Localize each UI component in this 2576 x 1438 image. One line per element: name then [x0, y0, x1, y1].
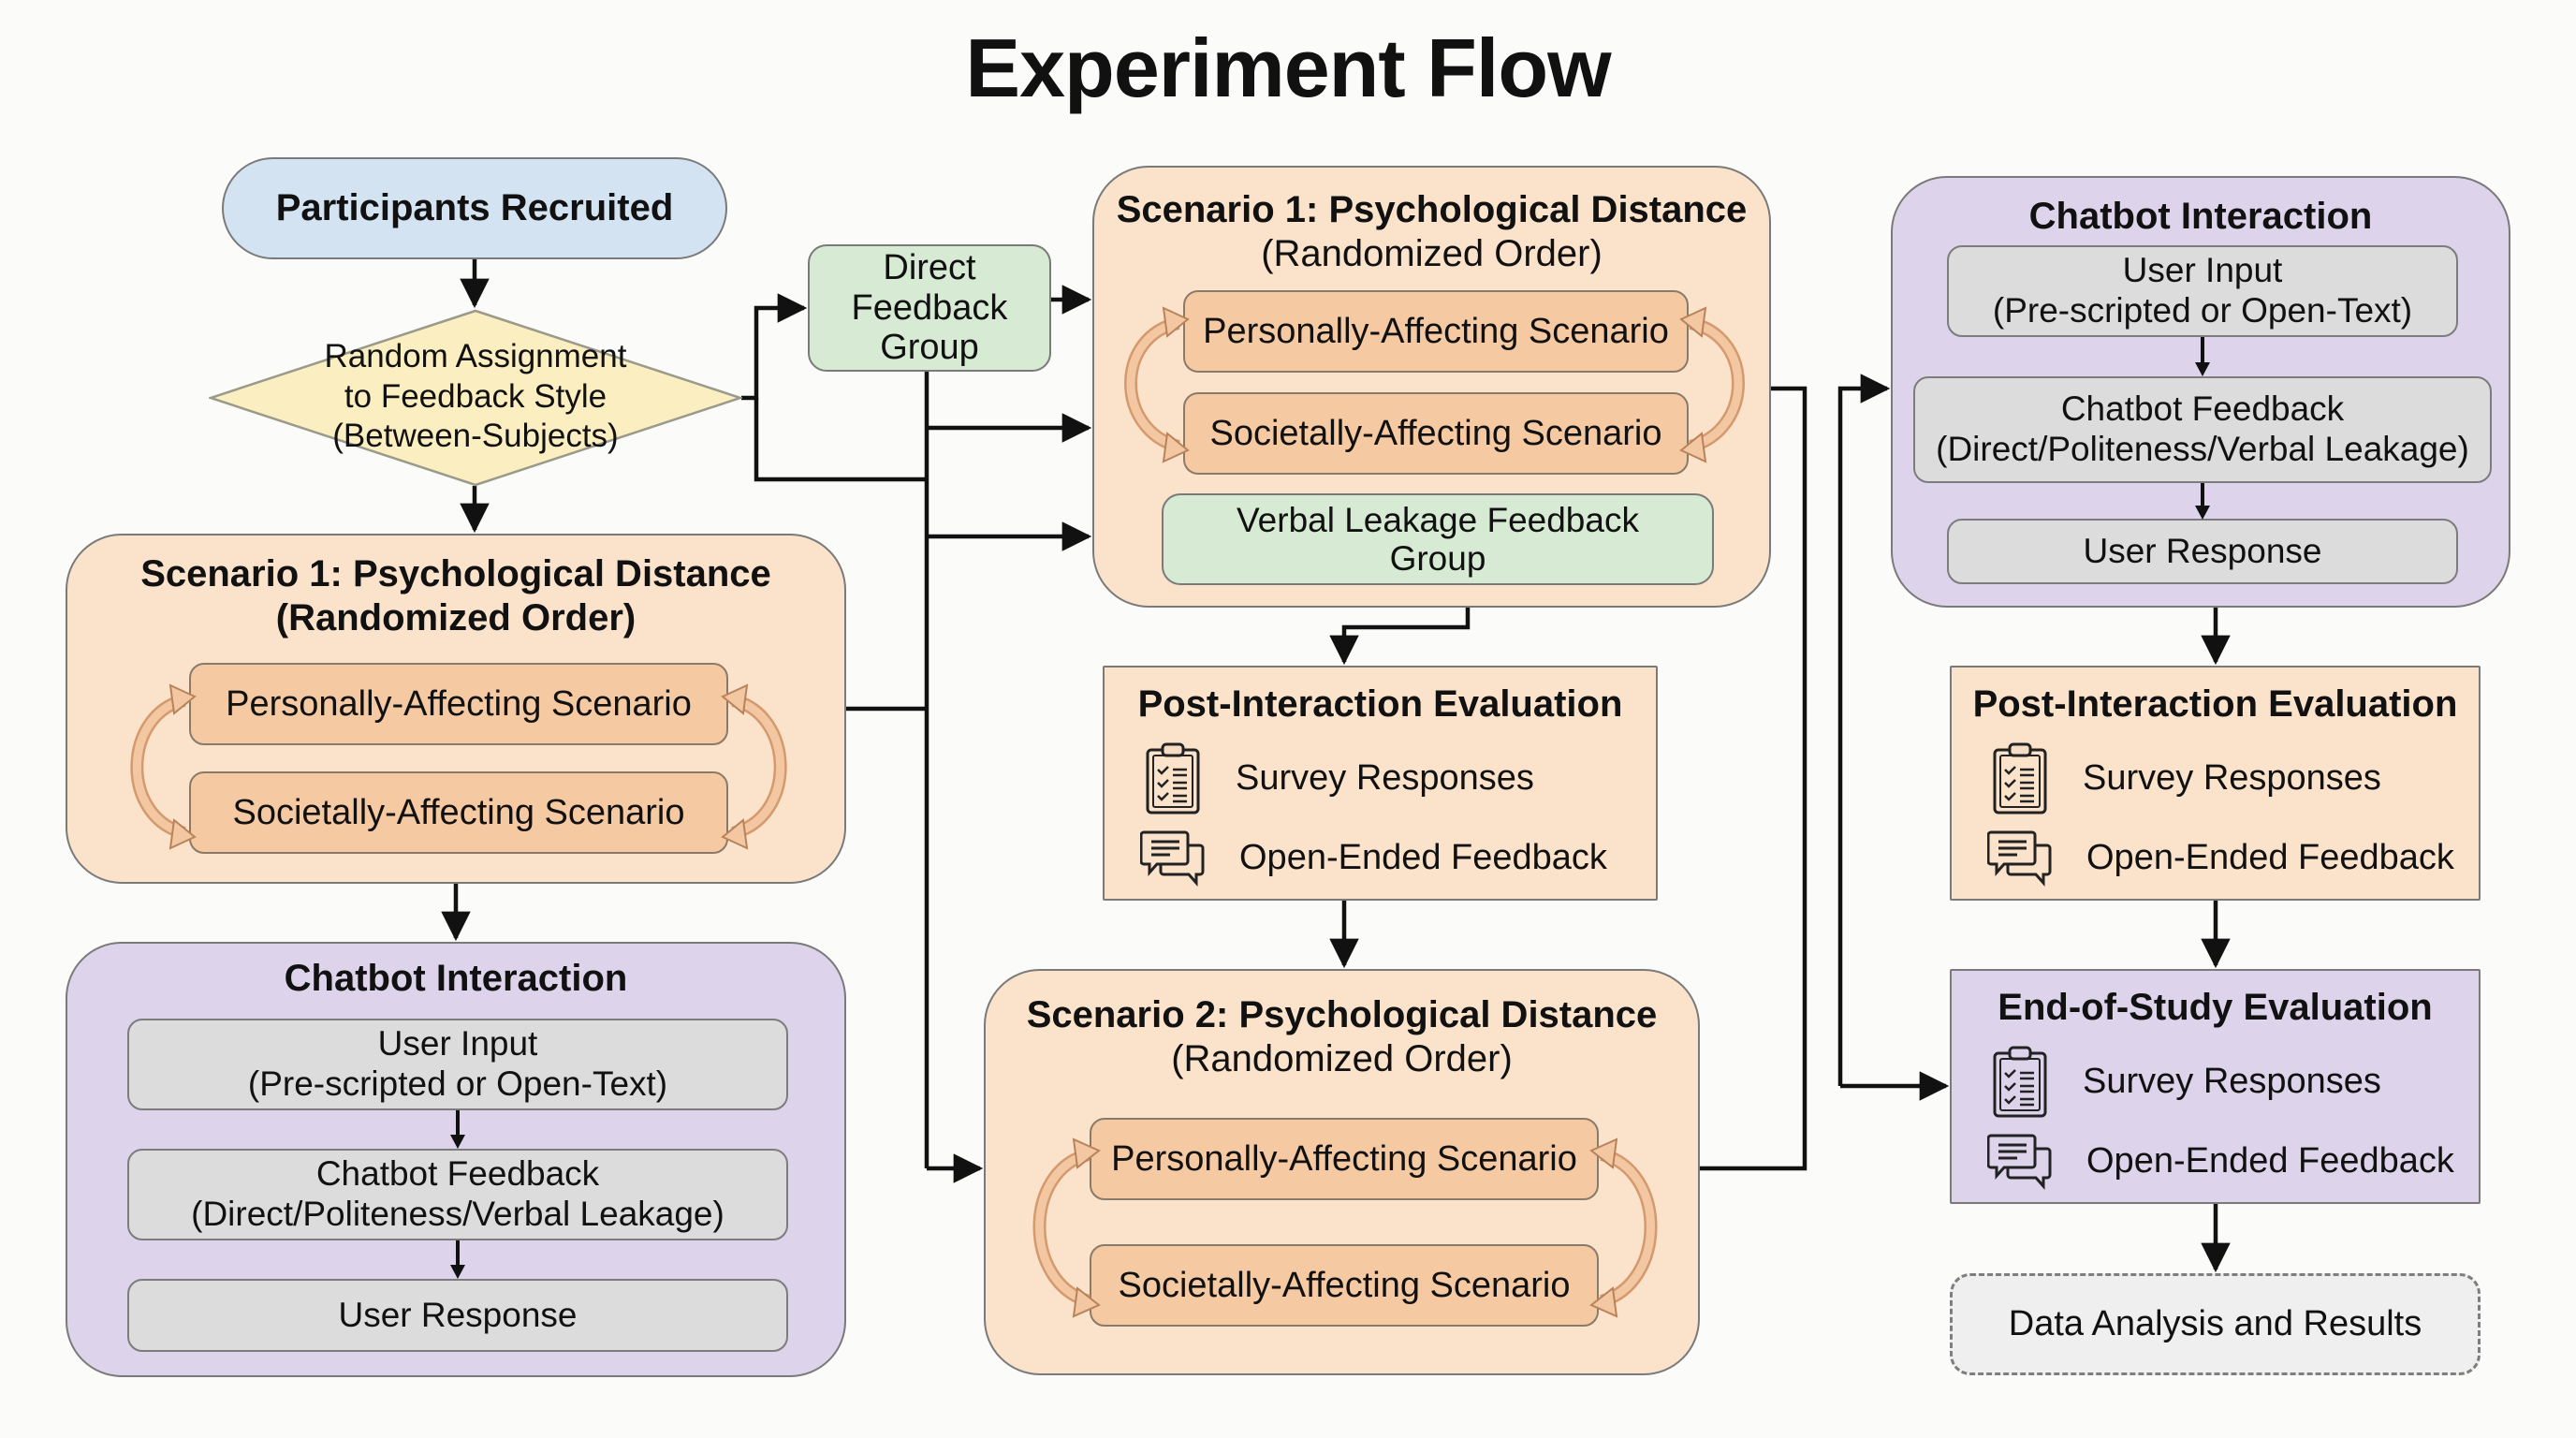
- left-scenario1-title: Scenario 1: Psychological Distance: [140, 553, 771, 594]
- right-chatbot-feedback-step[interactable]: Chatbot Feedback (Direct/Politeness/Verb…: [1913, 376, 2492, 483]
- step-line-1: Chatbot Feedback: [315, 1154, 600, 1194]
- direct-feedback-group-node[interactable]: Direct Feedback Group: [808, 244, 1051, 372]
- verbal-group-line-2: Group: [1389, 539, 1486, 578]
- decision-line-3: (Between-Subjects): [332, 418, 619, 455]
- left-scenario1-panel: Scenario 1: Psychological Distance (Rand…: [66, 534, 846, 884]
- decision-line-2: to Feedback Style: [344, 377, 607, 415]
- direct-group-line-1: Direct: [883, 248, 976, 288]
- scenario2-societally-label: Societally-Affecting Scenario: [1118, 1265, 1571, 1305]
- right-post-eval-title: Post-Interaction Evaluation: [1972, 683, 2458, 725]
- middle-societally-label: Societally-Affecting Scenario: [1209, 413, 1662, 453]
- middle-scenario1-panel: Scenario 1: Psychological Distance (Rand…: [1092, 166, 1771, 608]
- decision-line-1: Random Assignment: [324, 338, 627, 374]
- end-eval-title: End-of-Study Evaluation: [1998, 987, 2433, 1028]
- left-personally-affecting-scenario[interactable]: Personally-Affecting Scenario: [189, 663, 728, 745]
- arrow-scenario1-to-post-eval: [1329, 608, 1471, 666]
- end-eval-feedback-item: Open-Ended Feedback: [1987, 1132, 2454, 1190]
- middle-scenario1-subtitle: (Randomized Order): [1261, 233, 1603, 275]
- left-scenario1-subtitle: (Randomized Order): [275, 597, 637, 639]
- chat-bubbles-icon: [1987, 1134, 2052, 1190]
- swap-arrow-icon: [1032, 1137, 1101, 1318]
- verbal-group-line-1: Verbal Leakage Feedback: [1237, 500, 1639, 539]
- step-line-2: (Pre-scripted or Open-Text): [1992, 291, 2413, 330]
- swap-arrow-icon: [721, 683, 787, 850]
- left-chatbot-feedback-step[interactable]: Chatbot Feedback (Direct/Politeness/Verb…: [127, 1149, 788, 1240]
- survey-responses-label: Survey Responses: [1236, 757, 1534, 798]
- arrow-decision-to-direct-group: [741, 293, 808, 401]
- end-eval-survey-item: Survey Responses: [1991, 1044, 2381, 1119]
- left-chatbot-title: Chatbot Interaction: [284, 958, 628, 999]
- scenario2-personally-label: Personally-Affecting Scenario: [1111, 1138, 1577, 1179]
- scenario2-subtitle: (Randomized Order): [1171, 1038, 1513, 1080]
- left-personally-label: Personally-Affecting Scenario: [226, 683, 692, 724]
- connector-decision-lower-branch: [754, 398, 927, 482]
- clipboard-checklist-icon: [1146, 742, 1200, 814]
- participants-recruited-label: Participants Recruited: [275, 187, 674, 228]
- right-chatbot-interaction-panel: Chatbot Interaction User Input (Pre-scri…: [1891, 176, 2510, 608]
- right-user-response-step[interactable]: User Response: [1947, 519, 2458, 584]
- step-line-1: User Input: [2122, 251, 2283, 290]
- open-ended-feedback-label: Open-Ended Feedback: [2086, 1140, 2454, 1181]
- middle-post-eval-feedback-item: Open-Ended Feedback: [1140, 829, 1607, 887]
- middle-scenario1-title: Scenario 1: Psychological Distance: [1116, 189, 1748, 230]
- direct-group-line-3: Group: [880, 328, 979, 368]
- page-title: Experiment Flow: [965, 22, 1611, 114]
- chat-bubbles-icon: [1987, 830, 2052, 887]
- middle-personally-affecting-scenario[interactable]: Personally-Affecting Scenario: [1183, 290, 1689, 373]
- clipboard-checklist-icon: [1993, 742, 2047, 814]
- left-societally-label: Societally-Affecting Scenario: [232, 792, 685, 832]
- middle-post-interaction-evaluation-panel: Post-Interaction Evaluation Survey Respo…: [1103, 666, 1658, 901]
- right-chatbot-title: Chatbot Interaction: [2028, 196, 2373, 237]
- scenario2-societally-affecting-scenario[interactable]: Societally-Affecting Scenario: [1090, 1244, 1599, 1327]
- right-post-interaction-evaluation-panel: Post-Interaction Evaluation Survey Respo…: [1950, 666, 2481, 901]
- step-line-2: (Direct/Politeness/Verbal Leakage): [1936, 430, 2469, 468]
- step-line-1: User Input: [377, 1024, 538, 1064]
- swap-arrow-icon: [1589, 1137, 1658, 1318]
- survey-responses-label: Survey Responses: [2083, 757, 2381, 798]
- data-analysis-results-node[interactable]: Data Analysis and Results: [1950, 1273, 2481, 1375]
- step-arrows: [450, 1110, 465, 1279]
- step-arrows: [2195, 337, 2210, 520]
- left-chatbot-interaction-panel: Chatbot Interaction User Input (Pre-scri…: [66, 942, 846, 1377]
- middle-societally-affecting-scenario[interactable]: Societally-Affecting Scenario: [1183, 392, 1689, 475]
- step-line-1: User Response: [2083, 531, 2322, 570]
- data-analysis-results-label: Data Analysis and Results: [2008, 1304, 2422, 1343]
- clipboard-checklist-icon: [1993, 1046, 2047, 1118]
- left-user-response-step[interactable]: User Response: [127, 1279, 788, 1352]
- participants-recruited-node[interactable]: Participants Recruited: [222, 157, 727, 259]
- left-societally-affecting-scenario[interactable]: Societally-Affecting Scenario: [189, 771, 728, 854]
- connector-scenario1-right: [1700, 386, 1808, 1171]
- right-post-eval-survey-item: Survey Responses: [1991, 741, 2381, 815]
- right-user-input-step[interactable]: User Input (Pre-scripted or Open-Text): [1947, 245, 2458, 337]
- scenario2-title: Scenario 2: Psychological Distance: [1026, 994, 1658, 1035]
- middle-post-eval-title: Post-Interaction Evaluation: [1137, 683, 1623, 725]
- chat-bubbles-icon: [1140, 830, 1205, 887]
- end-of-study-evaluation-panel: End-of-Study Evaluation Survey Responses…: [1950, 969, 2481, 1204]
- direct-group-line-2: Feedback: [851, 287, 1008, 328]
- swap-arrow-icon: [1124, 306, 1190, 463]
- arrow-to-right-chatbot: [1837, 374, 1891, 1086]
- step-line-1: User Response: [338, 1295, 578, 1334]
- middle-post-eval-survey-item: Survey Responses: [1144, 741, 1534, 815]
- random-assignment-decision[interactable]: [209, 309, 742, 487]
- random-assignment-text: Random Assignment to Feedback Style (Bet…: [209, 337, 742, 457]
- step-line-2: (Pre-scripted or Open-Text): [247, 1064, 668, 1103]
- middle-personally-label: Personally-Affecting Scenario: [1203, 311, 1669, 351]
- scenario2-panel: Scenario 2: Psychological Distance (Rand…: [984, 969, 1700, 1375]
- right-post-eval-feedback-item: Open-Ended Feedback: [1987, 829, 2454, 887]
- scenario2-personally-affecting-scenario[interactable]: Personally-Affecting Scenario: [1090, 1118, 1599, 1200]
- swap-arrow-icon: [1679, 306, 1745, 463]
- survey-responses-label: Survey Responses: [2083, 1061, 2381, 1101]
- verbal-leakage-feedback-group-node[interactable]: Verbal Leakage Feedback Group: [1162, 493, 1714, 585]
- swap-arrow-icon: [130, 683, 197, 850]
- open-ended-feedback-label: Open-Ended Feedback: [2086, 837, 2454, 877]
- step-line-2: (Direct/Politeness/Verbal Leakage): [191, 1195, 724, 1233]
- left-user-input-step[interactable]: User Input (Pre-scripted or Open-Text): [127, 1019, 788, 1110]
- step-line-1: Chatbot Feedback: [2060, 389, 2345, 429]
- open-ended-feedback-label: Open-Ended Feedback: [1239, 837, 1607, 877]
